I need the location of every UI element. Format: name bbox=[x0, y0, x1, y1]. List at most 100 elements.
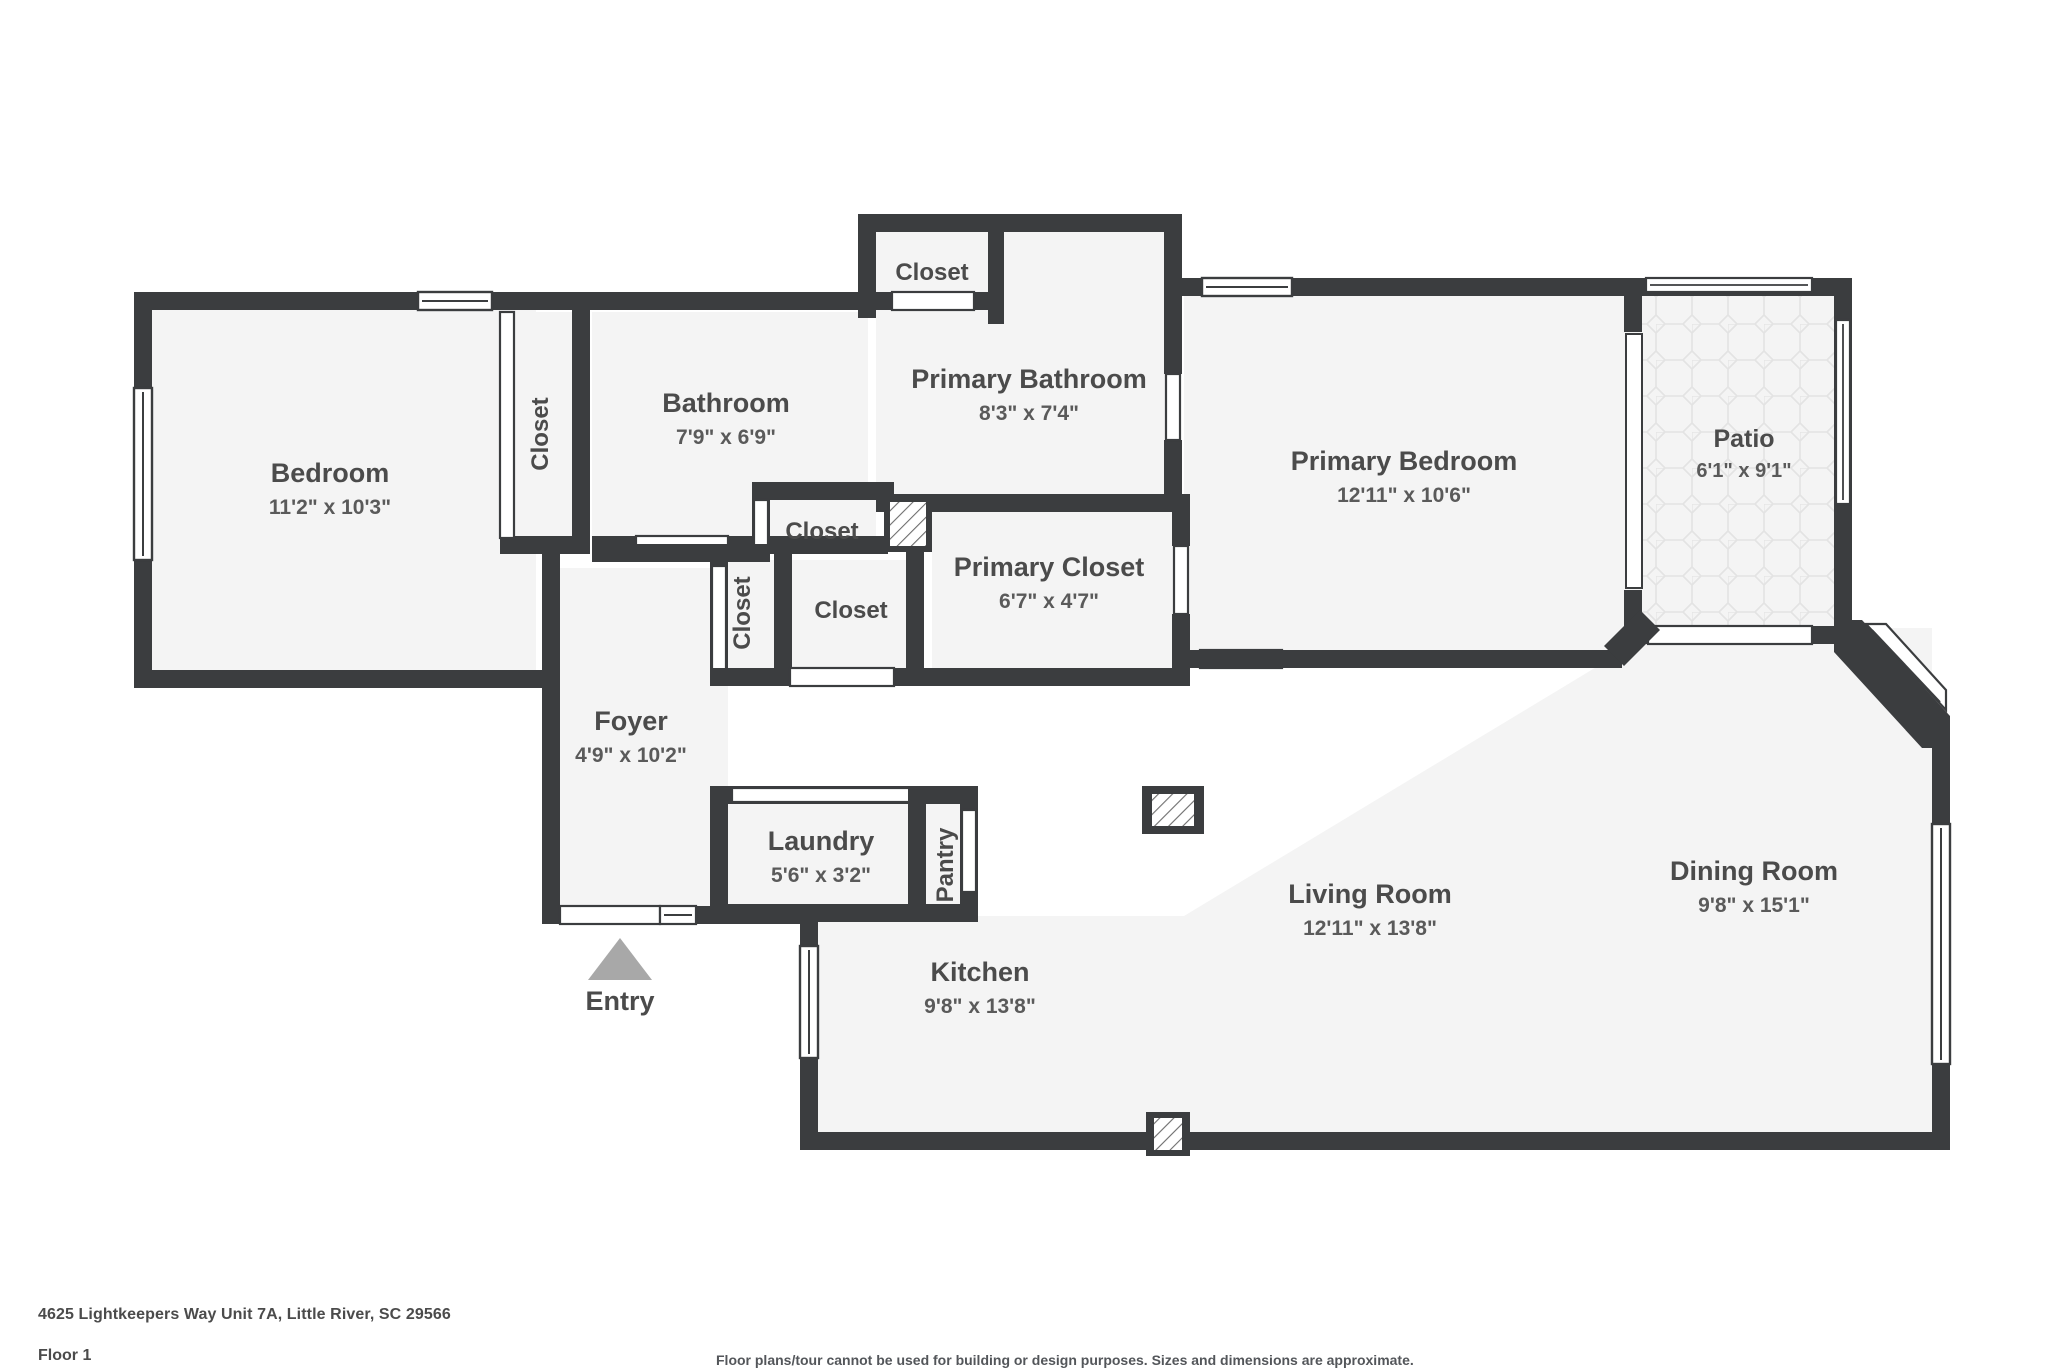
label-foyer-dim: 4'9" x 10'2" bbox=[575, 744, 687, 767]
wall-bedroom-left-upper bbox=[134, 292, 152, 388]
window-dining-right bbox=[1930, 822, 1952, 1066]
window-bedroom-top bbox=[416, 290, 494, 312]
room-labels: Bedroom 11'2" x 10'3" Closet Bathroom 7'… bbox=[269, 259, 1838, 1018]
label-closet-mid-upper: Closet bbox=[785, 518, 858, 545]
column-living-upper bbox=[1142, 786, 1204, 834]
door-patio-slider bbox=[1625, 333, 1643, 589]
label-primary-closet-name: Primary Closet bbox=[954, 552, 1145, 582]
wall-closet-narrow-right bbox=[774, 548, 792, 686]
opening-patio-bottom bbox=[1646, 624, 1814, 646]
wall-kitchen-left-lower bbox=[800, 1058, 818, 1150]
floor-closet-mid-lower bbox=[782, 560, 924, 668]
label-kitchen-dim: 9'8" x 13'8" bbox=[924, 995, 1036, 1018]
wall-dining-diagonal-upper bbox=[1834, 620, 1950, 748]
wall-primary-closet-top bbox=[924, 494, 1190, 512]
column-living-lower bbox=[1146, 1112, 1190, 1156]
label-living-room-name: Living Room bbox=[1288, 879, 1452, 909]
label-laundry-name: Laundry bbox=[768, 826, 875, 856]
label-living-room-dim: 12'11" x 13'8" bbox=[1303, 917, 1437, 940]
label-primary-bathroom-dim: 8'3" x 7'4" bbox=[979, 402, 1079, 425]
label-pantry: Pantry bbox=[932, 827, 959, 902]
window-bedroom-left bbox=[132, 386, 154, 562]
wall-closet-top-left bbox=[858, 214, 876, 318]
footer-disclaimer: Floor plans/tour cannot be used for buil… bbox=[716, 1352, 1414, 1368]
wall-closet-top-top bbox=[858, 214, 1180, 232]
window-primary-bedroom-top bbox=[1200, 276, 1294, 298]
wall-primary-closet-right-upper bbox=[1172, 494, 1190, 546]
window-patio-right bbox=[1834, 318, 1852, 506]
door-entry-unit bbox=[658, 904, 698, 926]
door-closet-narrow bbox=[710, 564, 728, 674]
label-dining-room-dim: 9'8" x 15'1" bbox=[1698, 894, 1810, 917]
label-bedroom-dim: 11'2" x 10'3" bbox=[269, 496, 391, 519]
label-bathroom-dim: 7'9" x 6'9" bbox=[676, 426, 776, 449]
wall-dining-right bbox=[1932, 736, 1950, 824]
footer-address: 4625 Lightkeepers Way Unit 7A, Little Ri… bbox=[38, 1306, 451, 1323]
wall-corridor-mid bbox=[592, 544, 770, 562]
label-kitchen-name: Kitchen bbox=[930, 957, 1029, 987]
door-closet-bedroom bbox=[498, 310, 516, 540]
window-dining-diagonal bbox=[1863, 622, 1948, 713]
wall-living-upper-left bbox=[1190, 650, 1622, 668]
label-primary-bathroom-name: Primary Bathroom bbox=[911, 364, 1147, 394]
floor-laundry bbox=[728, 800, 914, 904]
wall-laundry-bottom bbox=[710, 904, 978, 922]
wall-closet-bedroom-bottom bbox=[500, 536, 590, 554]
floor-bedroom bbox=[140, 308, 536, 688]
floor-primary-bedroom bbox=[1184, 296, 1640, 660]
wall-primary-closet-right-lower bbox=[1172, 614, 1190, 684]
wall-closet-bedroom-right bbox=[572, 300, 590, 554]
wall-kitchen-left-upper bbox=[800, 922, 818, 946]
wall-closet-mid-lower-right bbox=[906, 548, 924, 686]
floor-patio bbox=[1640, 296, 1848, 628]
door-closet-top bbox=[890, 290, 976, 312]
label-closet-bedroom: Closet bbox=[527, 397, 554, 470]
triangle-up-marker bbox=[588, 938, 652, 980]
wall-patio-left-upper bbox=[1624, 278, 1642, 332]
wall-laundry-right bbox=[908, 786, 926, 922]
entry-marker-group bbox=[588, 938, 652, 980]
window-patio-top bbox=[1644, 276, 1814, 294]
door-pantry bbox=[960, 808, 978, 894]
wall-living-diagonal bbox=[1604, 610, 1660, 666]
door-closet-mid-lower bbox=[788, 666, 896, 688]
wall-closet-mid-upper-top bbox=[752, 482, 894, 500]
label-bathroom-name: Bathroom bbox=[662, 388, 790, 418]
opening-entry bbox=[558, 904, 662, 926]
floor-primary-closet bbox=[932, 500, 1182, 668]
door-closet-mid-upper bbox=[752, 498, 770, 548]
label-patio-name: Patio bbox=[1713, 425, 1774, 453]
wall-bathroom-top bbox=[554, 292, 894, 310]
wall-laundry-left bbox=[710, 786, 728, 922]
footer-floor-label: Floor 1 bbox=[38, 1347, 92, 1364]
door-laundry bbox=[730, 786, 914, 804]
label-laundry-dim: 5'6" x 3'2" bbox=[771, 864, 871, 887]
label-entry: Entry bbox=[585, 986, 654, 1016]
label-closet-mid-lower: Closet bbox=[814, 597, 887, 624]
column-primary-closet bbox=[884, 496, 932, 552]
wall-primary-bathroom-right bbox=[1164, 214, 1182, 374]
floor-closet-narrow bbox=[728, 560, 774, 668]
label-bedroom-name: Bedroom bbox=[271, 458, 390, 488]
label-primary-bedroom-dim: 12'11" x 10'6" bbox=[1337, 484, 1471, 507]
label-closet-top: Closet bbox=[895, 259, 968, 286]
label-foyer-name: Foyer bbox=[594, 706, 668, 736]
floor-fills bbox=[140, 232, 1932, 1148]
label-patio-dim: 6'1" x 9'1" bbox=[1696, 460, 1791, 482]
label-primary-closet-dim: 6'7" x 4'7" bbox=[999, 590, 1099, 613]
floor-open-living-area-fix bbox=[800, 628, 1932, 1148]
floor-foyer bbox=[560, 568, 728, 916]
label-dining-room-name: Dining Room bbox=[1670, 856, 1838, 886]
wall-bedroom-left-lower bbox=[134, 560, 152, 688]
door-primary-bathroom bbox=[1164, 372, 1182, 442]
wall-open-area-bottom bbox=[800, 1132, 1950, 1150]
label-primary-bedroom-name: Primary Bedroom bbox=[1291, 446, 1518, 476]
wall-foyer-left bbox=[542, 552, 560, 916]
label-closet-narrow: Closet bbox=[729, 576, 756, 649]
wall-dining-right-lower bbox=[1932, 1064, 1950, 1150]
wall-bedroom-bottom bbox=[134, 670, 554, 688]
walls bbox=[132, 214, 1952, 1156]
door-primary-closet bbox=[1172, 544, 1190, 616]
